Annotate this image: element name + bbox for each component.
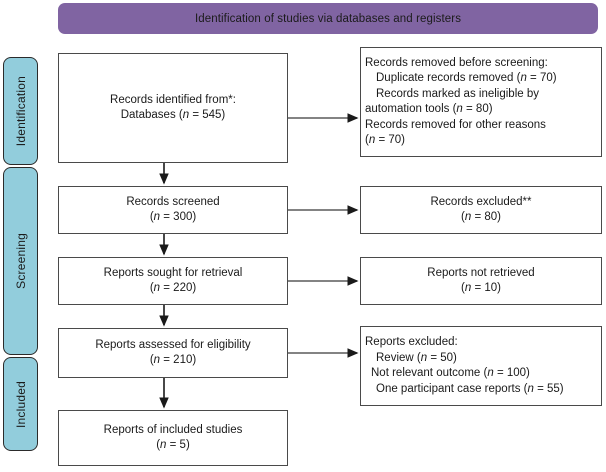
box-line: (n = 300)	[149, 211, 197, 223]
box-line: Databases (n = 545)	[120, 109, 226, 121]
italic-n: n	[153, 211, 161, 223]
italic-n: n	[456, 103, 463, 115]
box-line: Records excluded**	[430, 195, 532, 208]
stage-label-identification: Identification	[3, 57, 38, 165]
italic-n: n	[153, 282, 161, 294]
box-line: Reports not retrieved	[427, 266, 535, 279]
italic-n: n	[464, 211, 472, 223]
italic-n: n	[368, 134, 376, 146]
box-line: Records removed before screening:	[365, 56, 548, 69]
box-line: Records identified from*:	[110, 93, 236, 106]
box-line: automation tools (n = 80)	[365, 103, 493, 115]
box-records-excluded: Records excluded** (n = 80)	[360, 186, 602, 234]
box-reports-not-retrieved: Reports not retrieved (n = 10)	[360, 257, 602, 305]
box-line: Reports assessed for eligibility	[95, 338, 251, 351]
box-line: (n = 220)	[149, 282, 197, 294]
stage-label-included-text: Included	[13, 380, 28, 428]
box-line: (n = 5)	[156, 439, 190, 451]
italic-n: n	[520, 72, 527, 84]
stage-label-screening-text: Screening	[13, 233, 28, 289]
box-records-screened: Records screened (n = 300)	[58, 186, 288, 234]
box-line: Records screened	[126, 195, 220, 208]
box-line: Duplicate records removed (n = 70)	[376, 72, 557, 84]
box-reports-assessed-for-eligibility: Reports assessed for eligibility (n = 210…	[58, 328, 288, 378]
diagram-header-banner: Identification of studies via databases …	[58, 3, 598, 34]
box-line: (n = 210)	[149, 354, 197, 366]
box-records-identified: Records identified from*: Databases (n = …	[58, 53, 288, 163]
box-line: Records removed for other reasons	[365, 118, 546, 131]
box-reports-excluded: Reports excluded: Review (n = 50) Not rele…	[360, 326, 602, 406]
box-line: Reports of included studies	[103, 423, 243, 436]
box-line: Not relevant outcome (n = 100)	[371, 367, 530, 379]
box-reports-sought-for-retrieval: Reports sought for retrieval (n = 220)	[58, 257, 288, 305]
stage-label-identification-text: Identification	[13, 75, 28, 147]
box-records-removed-before-screening: Records removed before screening: Duplica…	[360, 47, 602, 157]
box-line: One participant case reports (n = 55)	[376, 382, 564, 395]
italic-n: n	[487, 367, 494, 379]
italic-n: n	[160, 439, 167, 451]
diagram-title: Identification of studies via databases …	[194, 12, 462, 25]
italic-n: n	[153, 354, 161, 366]
box-line: Review (n = 50)	[376, 351, 457, 364]
box-line: Reports sought for retrieval	[103, 266, 243, 279]
box-line: (n = 10)	[461, 282, 501, 294]
italic-n: n	[464, 282, 472, 294]
box-line: (n = 70)	[365, 134, 405, 146]
box-reports-of-included-studies: Reports of included studies (n = 5)	[58, 410, 288, 466]
box-line: Records marked as ineligible by	[376, 87, 539, 100]
italic-n: n	[182, 109, 190, 121]
stage-label-included: Included	[3, 357, 38, 451]
italic-n: n	[420, 351, 428, 364]
italic-n: n	[527, 382, 534, 395]
box-line: Reports excluded:	[365, 336, 458, 348]
box-line: (n = 80)	[461, 211, 501, 223]
stage-label-screening: Screening	[3, 167, 38, 355]
